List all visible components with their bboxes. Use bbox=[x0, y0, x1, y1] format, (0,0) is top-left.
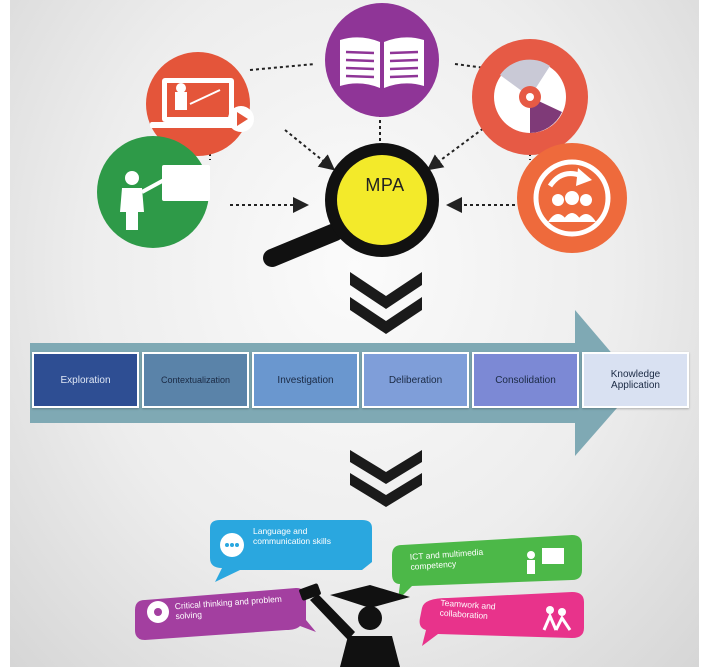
mpa-label: MPA bbox=[365, 175, 405, 195]
down-chevron-bottom bbox=[350, 450, 422, 507]
classroom-screen-icon bbox=[146, 52, 254, 156]
skill-bubble-critical bbox=[135, 588, 316, 640]
skill-bubble-teamwork bbox=[419, 592, 584, 646]
down-chevron-top bbox=[350, 272, 422, 334]
graduate-icon bbox=[299, 583, 410, 667]
magnifier-icon bbox=[263, 143, 439, 267]
diagram-poster: MPA Exploration Contextualization Invest… bbox=[10, 0, 699, 667]
teacher-board-icon bbox=[97, 136, 210, 248]
stage-investigation: Investigation bbox=[252, 352, 359, 408]
skill-language-text: Language and communication skills bbox=[253, 526, 331, 546]
book-icon bbox=[325, 3, 439, 117]
stage-deliberation: Deliberation bbox=[362, 352, 469, 408]
diagram-graphics bbox=[30, 3, 638, 667]
skill-bubble-language bbox=[210, 520, 372, 582]
skill-bubble-ict bbox=[392, 535, 582, 600]
stage-contextualization: Contextualization bbox=[142, 352, 249, 408]
stage-knowledge-application: Knowledge Application bbox=[582, 352, 689, 408]
disc-icon bbox=[472, 39, 588, 155]
stage-consolidation: Consolidation bbox=[472, 352, 579, 408]
group-share-icon bbox=[517, 143, 627, 253]
stage-exploration: Exploration bbox=[32, 352, 139, 408]
